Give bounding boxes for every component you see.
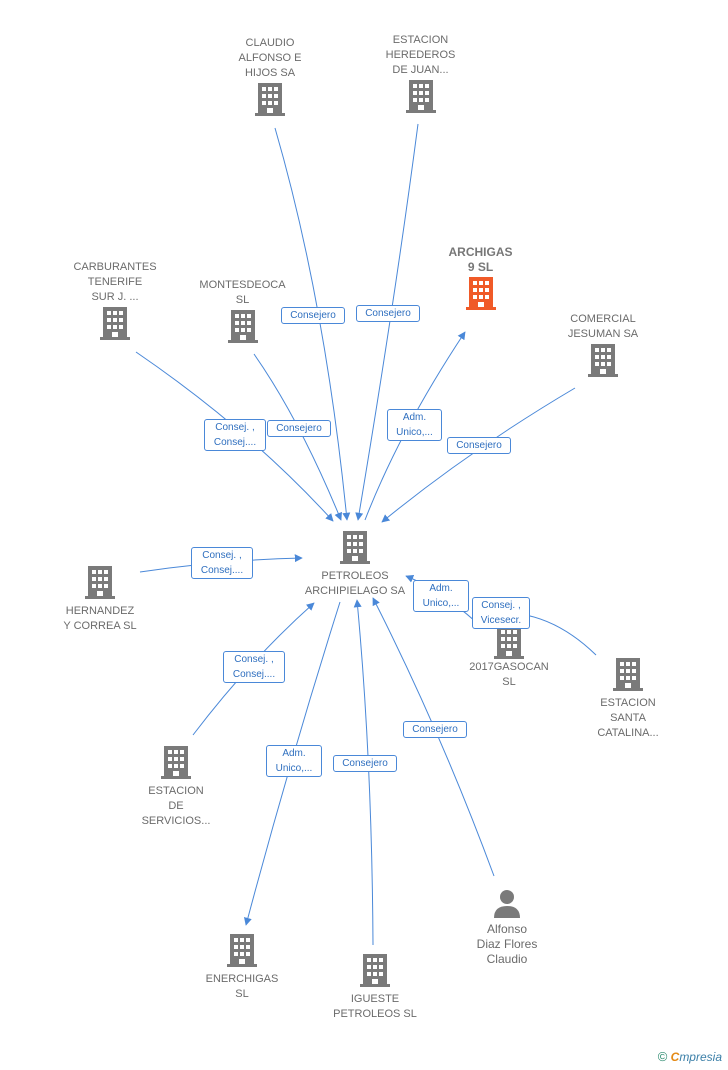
node-label: ARCHIGAS 9 SL (448, 245, 513, 274)
node-alfonso[interactable]: Alfonso Diaz Flores Claudio (457, 888, 557, 967)
node-label: ENERCHIGAS SL (205, 973, 279, 1000)
node-label: CARBURANTES TENERIFE SUR J. ... (73, 261, 157, 303)
building-icon (405, 80, 436, 113)
copyright-symbol: © (657, 1049, 668, 1064)
building-icon (255, 83, 285, 116)
node-petroleos[interactable]: PETROLEOS ARCHIPIELAGO SA (295, 529, 415, 599)
building-icon (360, 954, 390, 987)
building-icon (227, 310, 258, 343)
edge-label[interactable]: Consejero (403, 721, 467, 738)
node-gasocan[interactable]: 2017GASOCAN SL (459, 624, 559, 690)
node-label: ESTACION DE SERVICIOS... (141, 785, 211, 827)
edge-herederos-petroleos (355, 123, 419, 521)
node-carburantes[interactable]: CARBURANTES TENERIFE SUR J. ... (60, 260, 170, 341)
node-label: PETROLEOS ARCHIPIELAGO SA (304, 570, 406, 597)
node-jesuman[interactable]: COMERCIAL JESUMAN SA (553, 312, 653, 378)
node-label: ESTACION HEREDEROS DE JUAN... (385, 34, 456, 76)
person-icon (494, 890, 520, 918)
building-icon (494, 626, 524, 659)
node-label: ESTACION SANTA CATALINA... (597, 697, 659, 739)
edge-label[interactable]: Adm. Unico,... (266, 745, 322, 777)
node-herederos[interactable]: ESTACION HEREDEROS DE JUAN... (373, 33, 468, 114)
node-label: COMERCIAL JESUMAN SA (567, 313, 639, 340)
brand-logo[interactable]: © Cmpresia (658, 1049, 722, 1064)
node-igueste[interactable]: IGUESTE PETROLEOS SL (320, 952, 430, 1022)
edge-label[interactable]: Consejero (281, 307, 345, 324)
edge-label[interactable]: Adm. Unico,... (413, 580, 469, 612)
node-montesdeoca[interactable]: MONTESDEOCA SL (190, 278, 295, 344)
edge-label[interactable]: Consejero (356, 305, 420, 322)
building-icon (161, 746, 191, 779)
building-icon (227, 934, 257, 967)
building-icon (340, 531, 370, 564)
brand-initial: C (670, 1050, 680, 1064)
node-label: HERNANDEZ Y CORREA SL (63, 605, 137, 632)
building-icon (465, 277, 496, 310)
building-icon (588, 344, 618, 377)
node-claudio[interactable]: CLAUDIO ALFONSO E HIJOS SA (225, 36, 315, 117)
node-label: IGUESTE PETROLEOS SL (333, 993, 417, 1020)
edge-montesdeoca-petroleos (253, 353, 342, 521)
edge-label[interactable]: Adm. Unico,... (387, 409, 442, 441)
edge-label[interactable]: Consejero (267, 420, 331, 437)
edge-label[interactable]: Consej. , Consej.... (204, 419, 266, 451)
edge-label[interactable]: Consej. , Consej.... (191, 547, 253, 579)
building-icon (100, 307, 130, 340)
node-enerchigas[interactable]: ENERCHIGAS SL (194, 932, 290, 1002)
node-servicios[interactable]: ESTACION DE SERVICIOS... (128, 744, 224, 829)
building-icon (613, 658, 643, 691)
node-label: 2017GASOCAN SL (469, 661, 549, 688)
node-santacatalina[interactable]: ESTACION SANTA CATALINA... (580, 656, 676, 741)
edge-igueste-petroleos (353, 599, 374, 946)
node-label: MONTESDEOCA SL (199, 279, 286, 306)
node-archigas[interactable]: ARCHIGAS 9 SL (433, 245, 528, 311)
node-label: CLAUDIO ALFONSO E HIJOS SA (238, 37, 302, 79)
node-hernandez[interactable]: HERNANDEZ Y CORREA SL (50, 564, 150, 634)
edge-label[interactable]: Consejero (333, 755, 397, 772)
edge-label[interactable]: Consej. , Vicesecr. (472, 597, 530, 629)
building-icon (85, 566, 115, 599)
brand-name: mpresia (679, 1050, 722, 1064)
edge-label[interactable]: Consej. , Consej.... (223, 651, 285, 683)
node-label: Alfonso Diaz Flores Claudio (476, 922, 538, 966)
edge-label[interactable]: Consejero (447, 437, 511, 454)
